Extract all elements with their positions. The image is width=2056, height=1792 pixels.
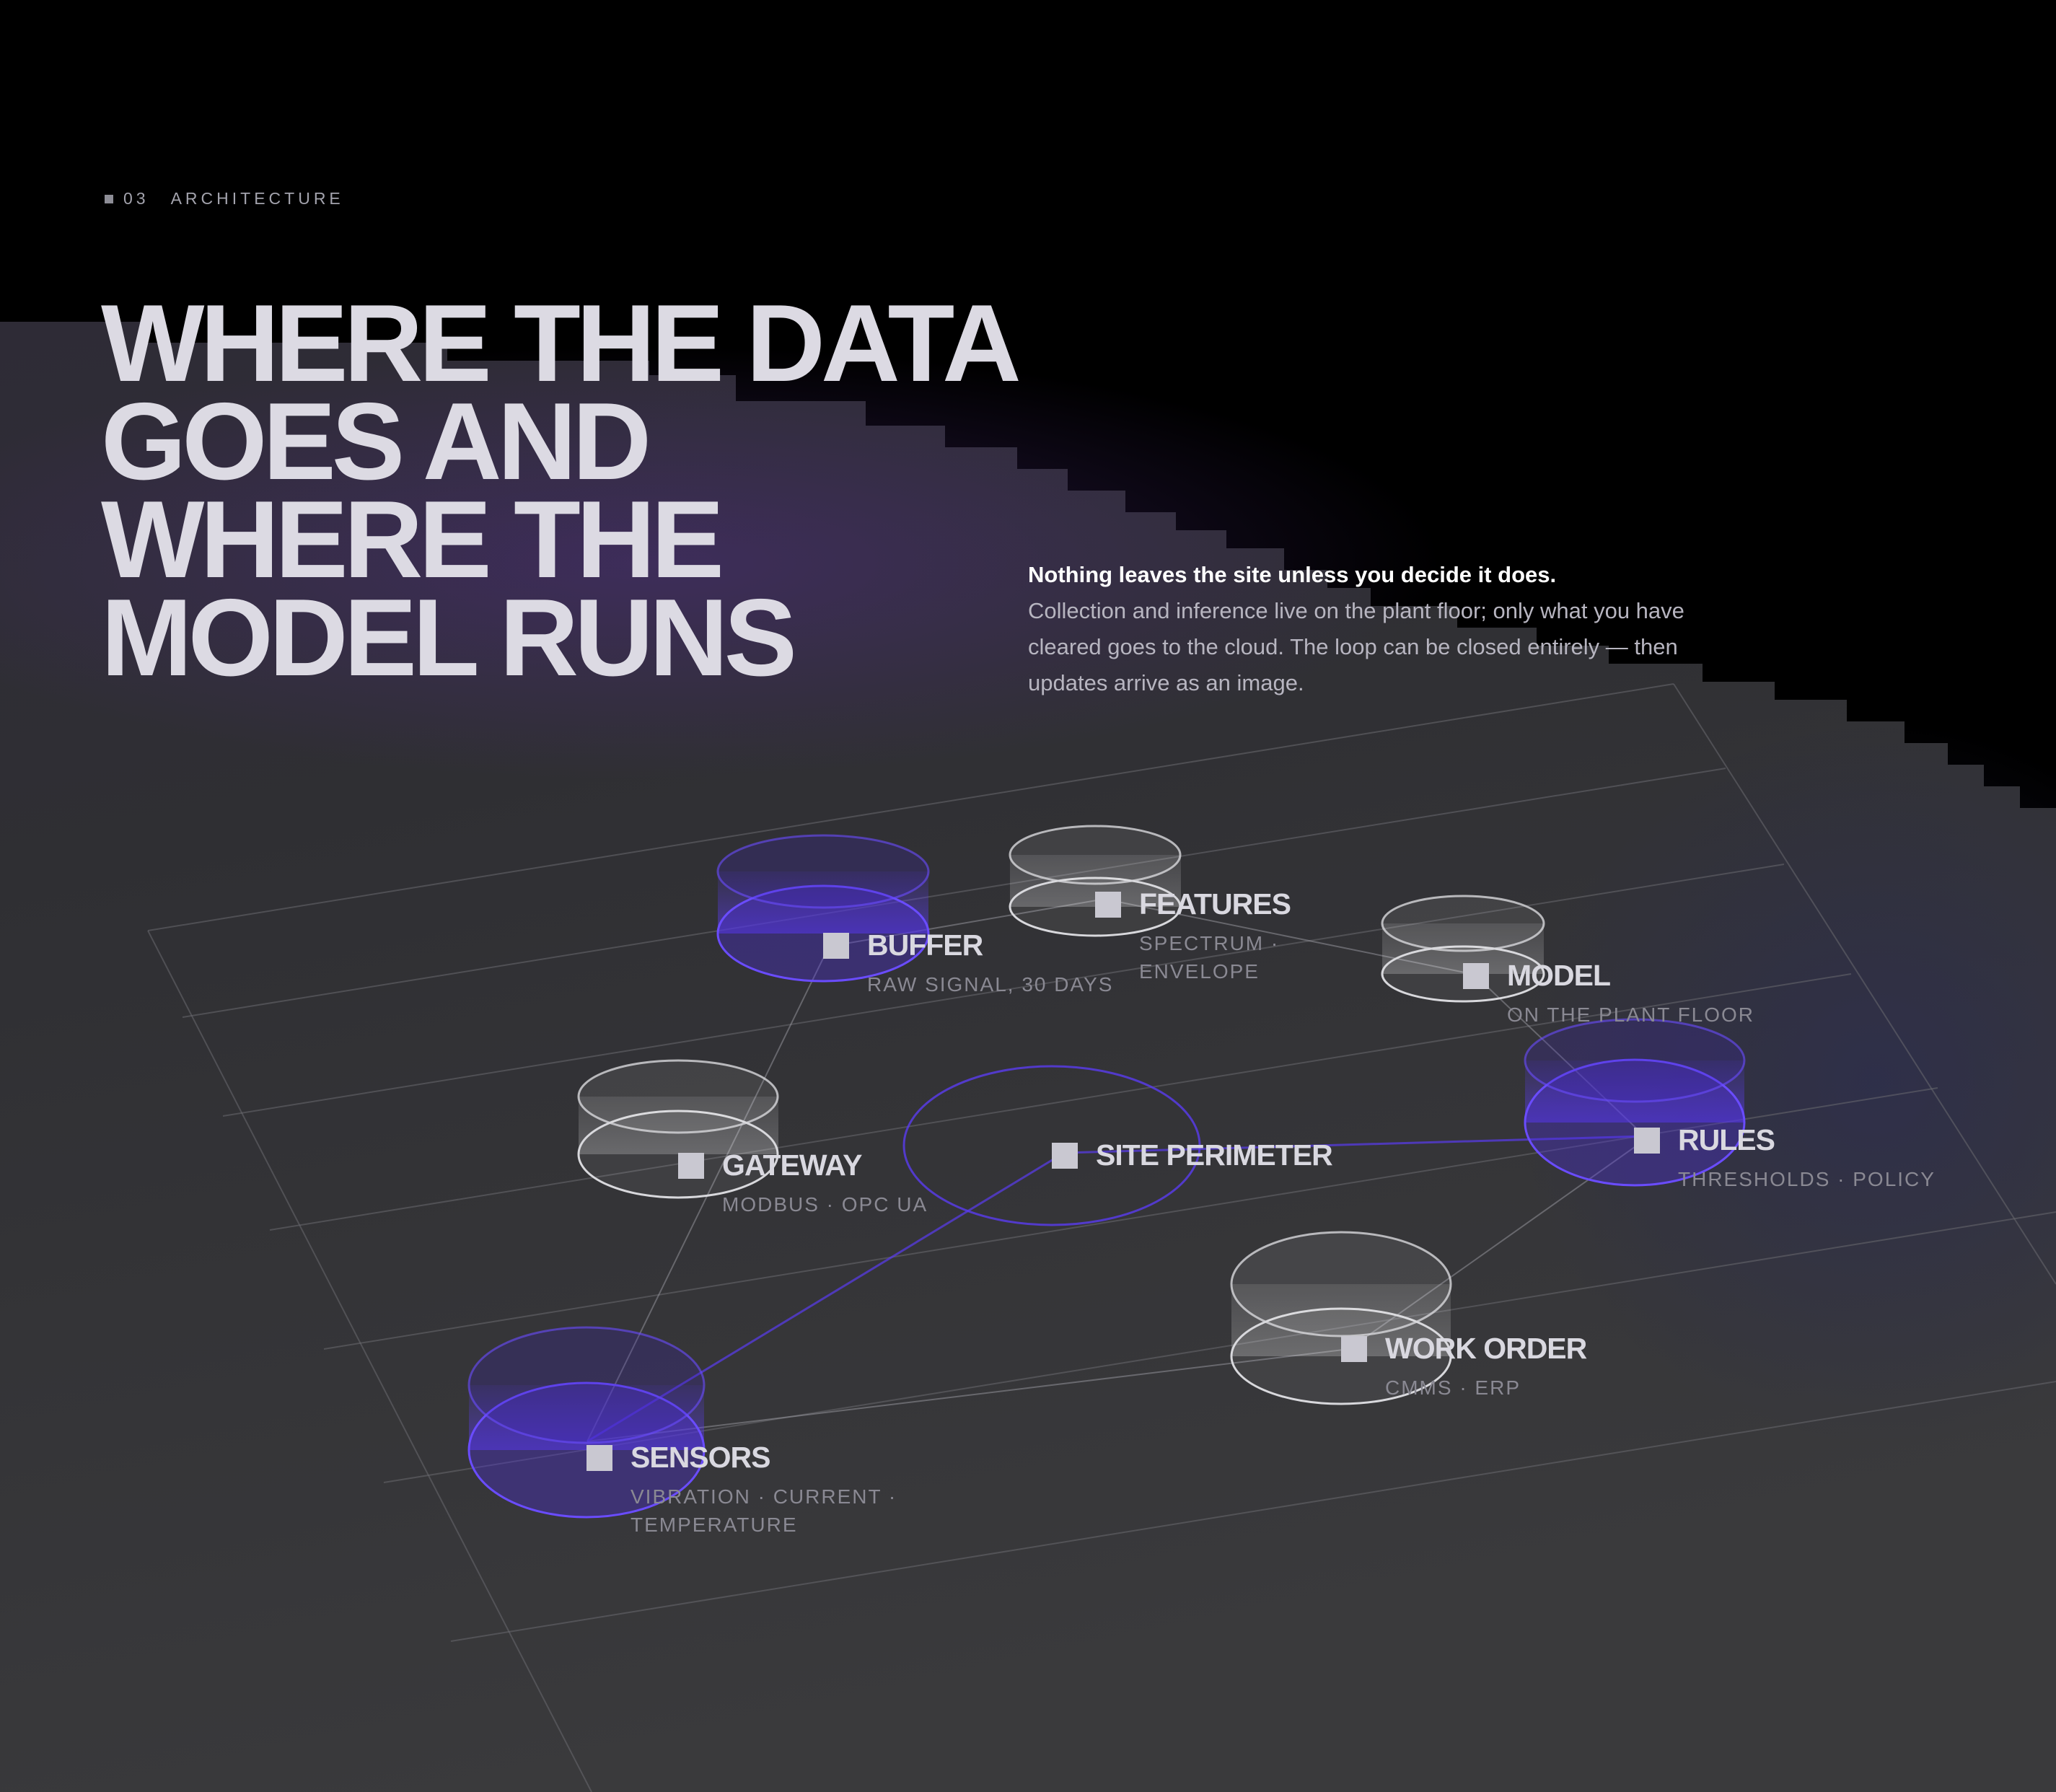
node-marker-icon	[587, 1445, 612, 1471]
node-marker-icon	[678, 1153, 704, 1179]
grid-line	[450, 1381, 2056, 1642]
node-name: FEATURES	[1139, 887, 1291, 921]
node-name: SITE PERIMETER	[1096, 1138, 1333, 1172]
section-label: ARCHITECTURE	[170, 189, 344, 208]
node-desc-line: CMMS · ERP	[1385, 1376, 1521, 1399]
link-perimeter-rules	[1063, 1135, 1646, 1154]
link-buffer-features	[836, 900, 1097, 946]
cylinder-top	[1524, 1018, 1746, 1103]
cylinder-top	[1381, 895, 1545, 952]
cylinder-top	[1009, 825, 1182, 885]
grid-line	[323, 1087, 1938, 1350]
headline-line: WHERE THE	[101, 478, 724, 601]
section-number: 03	[123, 189, 149, 208]
node-desc-line: THRESHOLDS · POLICY	[1678, 1168, 1936, 1190]
node-desc: SPECTRUM · ENVELOPE	[1139, 929, 1279, 985]
node-name: GATEWAY	[722, 1148, 862, 1182]
headline-line: WHERE THE DATA	[101, 282, 1022, 405]
node-desc: CMMS · ERP	[1385, 1374, 1521, 1402]
cylinder-top	[577, 1059, 779, 1134]
site-perimeter-ring	[902, 1065, 1201, 1226]
node-desc: VIBRATION · CURRENT · TEMPERATURE	[631, 1483, 897, 1539]
grid-line	[147, 930, 592, 1792]
cylinder-body	[718, 871, 928, 934]
grid-line	[147, 683, 1674, 931]
node-marker-icon	[1634, 1128, 1660, 1154]
node-desc: ON THE PLANT FLOOR	[1507, 1001, 1754, 1029]
headline-line: MODEL RUNS	[101, 576, 797, 699]
node-name: MODEL	[1507, 959, 1611, 992]
node-name: RULES	[1678, 1123, 1775, 1156]
cylinder-top	[716, 834, 930, 909]
blue-haze	[1515, 721, 2056, 1443]
intro-body: Collection and inference live on the pla…	[1028, 598, 1684, 695]
node-name: BUFFER	[867, 928, 983, 962]
node-marker-icon	[1095, 892, 1121, 918]
link-sensors-work-order	[587, 1348, 1350, 1442]
cylinder-top	[1230, 1231, 1452, 1338]
node-marker-icon	[1463, 963, 1489, 989]
page-headline: WHERE THE DATA GOES AND WHERE THE MODEL …	[101, 282, 1022, 699]
connections	[587, 900, 1646, 1442]
purple-haze	[0, 346, 1443, 779]
grid-line	[1673, 683, 2056, 1285]
node-desc-line: ON THE PLANT FLOOR	[1507, 1003, 1755, 1026]
node-desc: THRESHOLDS · POLICY	[1678, 1165, 1936, 1193]
link-sensors-buffer	[587, 944, 830, 1442]
node-desc-line: RAW SIGNAL, 30 DAYS	[867, 973, 1114, 996]
cylinder-top	[467, 1326, 706, 1444]
node-marker-icon	[1341, 1336, 1367, 1362]
node-desc-line: MODBUS · OPC UA	[722, 1193, 928, 1216]
node-desc: MODBUS · OPC UA	[722, 1190, 928, 1218]
grid-line	[269, 973, 1852, 1231]
cylinder-body	[469, 1385, 704, 1450]
cylinder-body	[579, 1097, 778, 1154]
cylinder-features	[1009, 825, 1182, 937]
cylinder-work-order	[1230, 1231, 1452, 1405]
node-name: SENSORS	[631, 1441, 770, 1474]
eyebrow-square-icon	[105, 194, 113, 203]
node-desc-line: SPECTRUM ·	[1139, 932, 1280, 954]
node-desc: RAW SIGNAL, 30 DAYS	[867, 970, 1113, 998]
cylinder-sensors	[467, 1326, 706, 1519]
node-desc-line: VIBRATION · CURRENT ·	[631, 1485, 897, 1508]
grid-line	[182, 768, 1726, 1018]
section-eyebrow: 03 ARCHITECTURE	[105, 189, 344, 208]
cylinder-bottom	[1524, 1058, 1746, 1187]
node-marker-icon	[1052, 1143, 1078, 1169]
node-name: WORK ORDER	[1385, 1332, 1587, 1365]
intro-paragraph: Nothing leaves the site unless you decid…	[1028, 557, 1713, 701]
intro-lead: Nothing leaves the site unless you decid…	[1028, 562, 1557, 587]
node-marker-icon	[823, 933, 849, 959]
node-desc-line: ENVELOPE	[1139, 960, 1260, 983]
headline-line: GOES AND	[101, 380, 651, 503]
node-desc-line: TEMPERATURE	[631, 1514, 798, 1536]
cylinder-rules	[1524, 1018, 1746, 1187]
